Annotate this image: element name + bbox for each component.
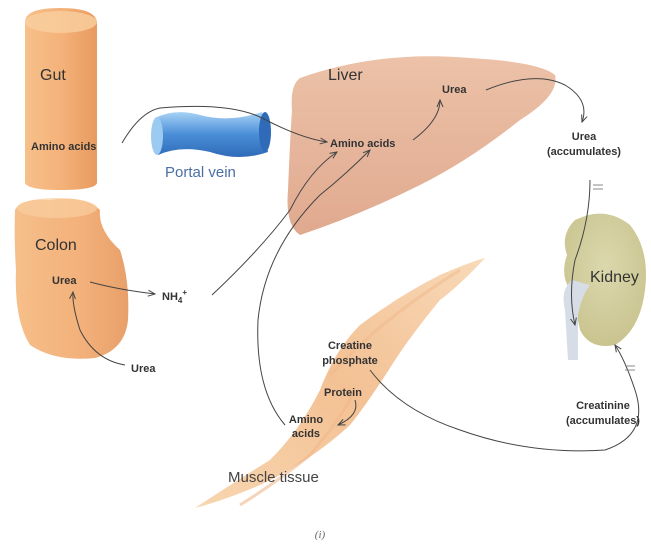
- portal-vein: [151, 112, 271, 157]
- creatine-line2: phosphate: [322, 355, 378, 367]
- liver-label: Liver: [328, 67, 363, 84]
- gut-label: Gut: [40, 67, 66, 84]
- creatine-line1: Creatine: [328, 340, 372, 352]
- gut-amino-acids-label: Amino acids: [31, 141, 96, 153]
- portal-vein-label: Portal vein: [165, 164, 236, 181]
- muscle-tissue-label: Muscle tissue: [228, 469, 319, 486]
- kidney-organ: [564, 214, 646, 360]
- muscle-amino-line2: acids: [292, 428, 320, 440]
- colon-urea-label: Urea: [52, 275, 77, 287]
- ammonium-subscript: 4: [178, 296, 183, 305]
- liver-amino-acids-label: Amino acids: [330, 138, 395, 150]
- liver-urea-label: Urea: [442, 84, 467, 96]
- figure-label: (i): [315, 529, 326, 541]
- ammonium-superscript: +: [182, 288, 187, 297]
- ammonium-label: NH4+: [162, 288, 187, 305]
- kidney-label: Kidney: [590, 269, 639, 286]
- urea-accumulates-line2: (accumulates): [547, 146, 621, 158]
- arrow-creatine-to-creatinine: [370, 345, 639, 451]
- creatinine-line1: Creatinine: [576, 400, 630, 412]
- colon-label: Colon: [35, 237, 77, 254]
- urea-accumulates-line1: Urea: [572, 131, 597, 143]
- external-urea-label: Urea: [131, 363, 156, 375]
- protein-label: Protein: [324, 387, 362, 399]
- gut-organ: [25, 8, 97, 190]
- creatinine-line2: (accumulates): [566, 415, 640, 427]
- ammonium-base: NH: [162, 291, 178, 303]
- muscle-amino-line1: Amino: [289, 414, 324, 426]
